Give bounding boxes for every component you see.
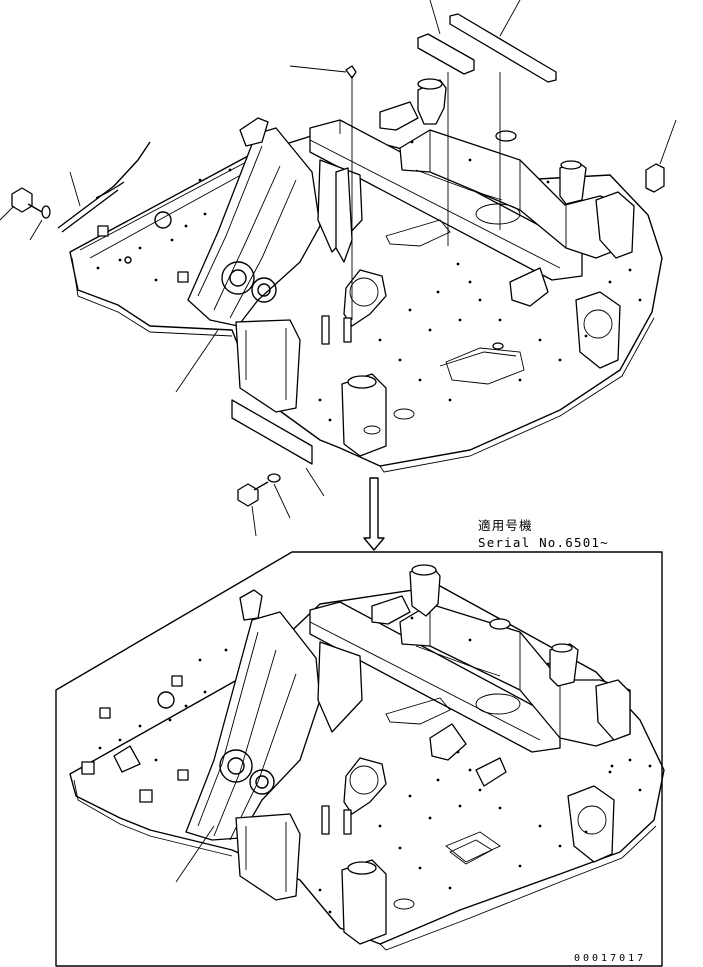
serial-applicability-label: 適用号機 Serial No.6501~: [478, 517, 609, 551]
transition-arrow: [363, 477, 385, 551]
serial-label-japanese: 適用号機: [478, 518, 533, 533]
lower-panel: [55, 551, 663, 967]
upper-frame-assembly: [69, 78, 663, 473]
exploded-parts: [11, 13, 665, 507]
serial-label-number: Serial No.6501~: [478, 535, 609, 550]
lower-frame-assembly: [69, 564, 665, 951]
leader-lines: [0, 0, 677, 537]
document-number: 00017017: [574, 953, 647, 964]
lower-leader-line: [175, 825, 215, 883]
